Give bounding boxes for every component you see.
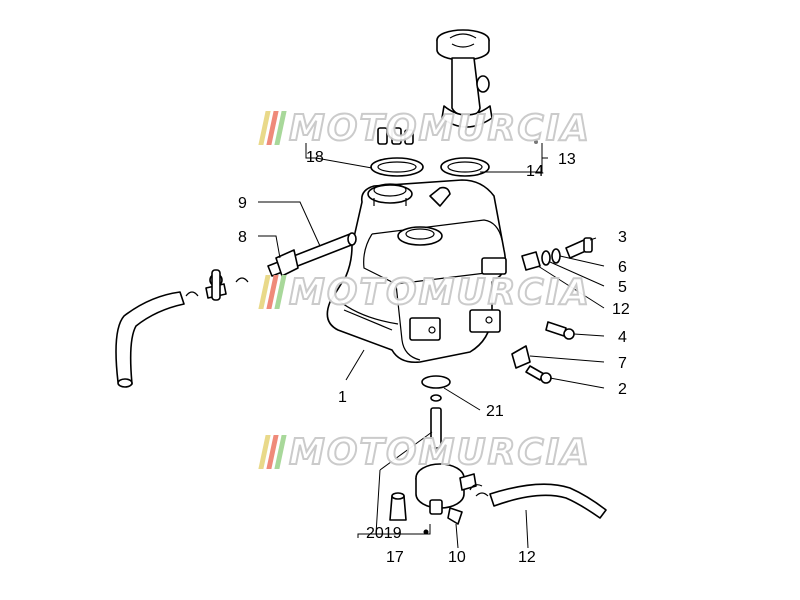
valve-fitting — [185, 269, 249, 301]
watermark-middle: MOTOMURCIA — [258, 268, 590, 316]
callout-2019: 2019 — [366, 525, 402, 542]
screw-4 — [545, 321, 575, 340]
watermark-text: MOTOMURCIA — [288, 271, 592, 314]
gasket-ring-17 — [370, 157, 424, 177]
callout-13: 12 — [612, 301, 630, 318]
callout-5: 5 — [618, 279, 627, 296]
callout-21: 21 — [486, 403, 504, 420]
callout-17: 18 — [306, 149, 324, 166]
callout-8: 8 — [238, 229, 247, 246]
watermark-top: MOTOMURCIA — [258, 104, 590, 152]
callout-9: 9 — [238, 195, 247, 212]
callout-4: 4 — [618, 329, 627, 346]
callout-14: 13 — [558, 151, 576, 168]
watermark-stripes — [258, 111, 287, 145]
callout-3: 3 — [618, 229, 627, 246]
washers-5-6 — [541, 248, 561, 266]
filler-neck-pipe — [441, 57, 493, 128]
callout-12-visible: 12 — [518, 549, 536, 566]
hose-clip-10 — [447, 507, 463, 525]
marker-dots — [423, 140, 538, 535]
callout-7: 7 — [618, 355, 627, 372]
fuel-tap-valve — [415, 463, 477, 515]
callout-18: 17 — [386, 549, 404, 566]
fuel-tap-pipe — [430, 407, 442, 449]
watermark-bottom: MOTOMURCIA — [258, 428, 590, 476]
screw-3 — [565, 237, 593, 259]
callout-10: 10 — [448, 549, 466, 566]
callout-6: 6 — [618, 259, 627, 276]
watermark-text: MOTOMURCIA — [288, 431, 592, 474]
nut-13 — [521, 251, 541, 271]
callout-15: 14 — [526, 163, 544, 180]
filler-cap — [436, 29, 490, 61]
watermark-stripes — [258, 435, 287, 469]
callout-2: 2 — [618, 381, 627, 398]
callout-1: 1 — [338, 389, 347, 406]
bracket-7 — [511, 345, 531, 369]
screw-2 — [525, 365, 552, 384]
fuel-hose-right — [469, 483, 607, 519]
clip-8 — [275, 249, 299, 277]
watermark-stripes — [258, 275, 287, 309]
clamp-21 — [421, 375, 451, 402]
callout-labels: 9 8 1 18 18 13 14 3 6 5 12 4 7 2 21 2019… — [238, 149, 630, 566]
leader-lines — [258, 143, 605, 549]
fuel-tank — [326, 179, 507, 364]
small-parts-16-17 — [377, 127, 414, 145]
small-plug — [389, 492, 407, 521]
gasket-ring-15 — [440, 157, 490, 177]
drain-hose-left — [115, 291, 185, 388]
watermark-text: MOTOMURCIA — [288, 107, 592, 150]
